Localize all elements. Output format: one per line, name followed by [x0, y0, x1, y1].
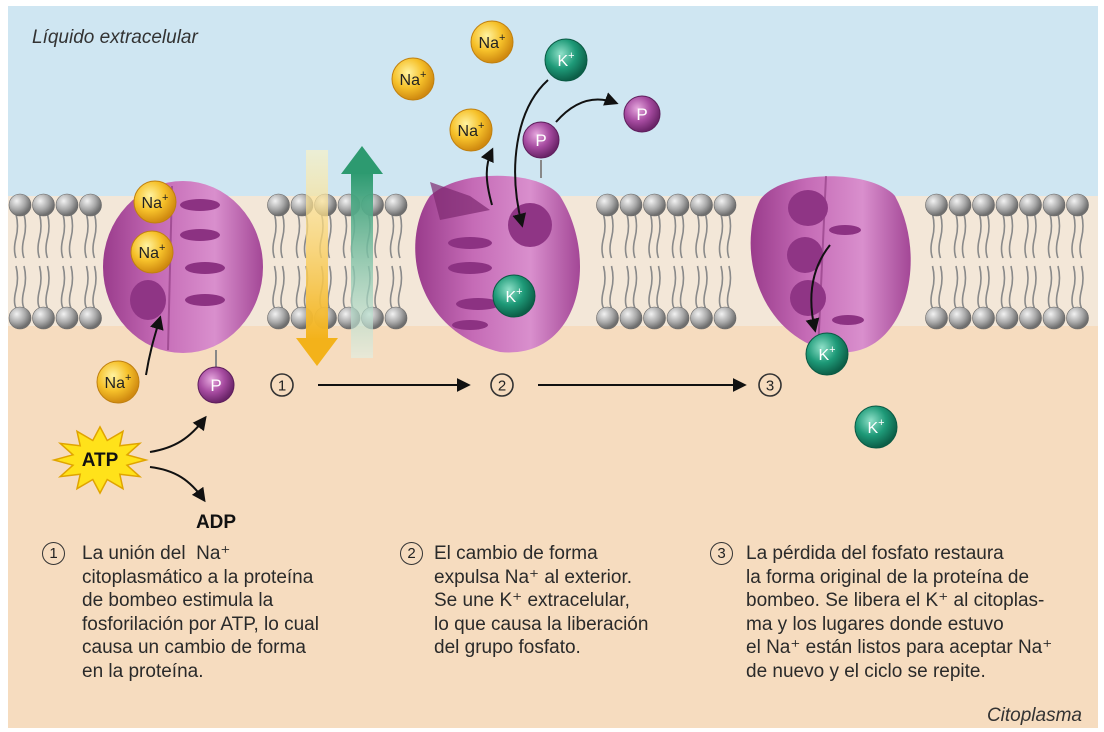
lipid-head	[1020, 307, 1042, 329]
lipid-head	[33, 194, 55, 216]
adp-label: ADP	[196, 512, 236, 533]
step-2-line: Se une K⁺ extracelular,	[434, 589, 648, 613]
potassium-ion: K+	[493, 275, 535, 317]
lipid-head	[949, 307, 971, 329]
step-1-line: citoplasmático a la proteína	[82, 566, 319, 590]
lipid-head	[973, 194, 995, 216]
atp-label: ATP	[82, 450, 119, 471]
lipid-head	[1020, 194, 1042, 216]
sodium-ion: Na+	[392, 58, 434, 100]
diagram-step-1: 1	[278, 378, 286, 395]
lipid-head	[644, 194, 666, 216]
pump-protein-state-1	[103, 181, 263, 353]
step-1-line: La unión del Na⁺	[82, 542, 319, 566]
potassium-ion: K+	[855, 406, 897, 448]
lipid-head	[1043, 194, 1065, 216]
step-1-line: causa un cambio de forma	[82, 636, 319, 660]
svg-text:P: P	[535, 131, 546, 150]
step-description-1: 1 La unión del Na⁺ citoplasmático a la p…	[42, 542, 319, 683]
step-3-line: de nuevo y el ciclo se repite.	[746, 660, 1052, 684]
lipid-head	[268, 194, 290, 216]
lipid-head	[80, 307, 102, 329]
potassium-ion: K+	[806, 333, 848, 375]
lipid-head	[9, 194, 31, 216]
lipid-head	[385, 307, 407, 329]
lipid-head	[714, 194, 736, 216]
lipid-head	[1043, 307, 1065, 329]
step-description-3: 3 La pérdida del fosfato restaura la for…	[710, 542, 1052, 683]
lipid-head	[667, 307, 689, 329]
sodium-ion: Na+	[450, 109, 492, 151]
lipid-head	[56, 194, 78, 216]
sodium-ion: Na+	[134, 181, 176, 223]
step-number-3: 3	[710, 542, 733, 565]
lipid-head	[597, 307, 619, 329]
extracellular-label: Líquido extracelular	[32, 27, 198, 49]
lipid-head	[1067, 194, 1089, 216]
lipid-head	[926, 307, 948, 329]
step-1-line: en la proteína.	[82, 660, 319, 684]
step-number-2: 2	[400, 542, 423, 565]
svg-text:P: P	[636, 105, 647, 124]
lipid-head	[691, 307, 713, 329]
sodium-ion: Na+	[131, 231, 173, 273]
lipid-head	[714, 307, 736, 329]
step-2-line: expulsa Na⁺ al exterior.	[434, 566, 648, 590]
lipid-head	[9, 307, 31, 329]
phosphate-group: P	[624, 96, 660, 132]
lipid-head	[996, 307, 1018, 329]
step-3-line: bombeo. Se libera el K⁺ al citoplas-	[746, 589, 1052, 613]
step-3-line: La pérdida del fosfato restaura	[746, 542, 1052, 566]
step-1-line: fosforilación por ATP, lo cual	[82, 613, 319, 637]
lipid-head	[80, 194, 102, 216]
step-1-line: de bombeo estimula la	[82, 589, 319, 613]
potassium-ion: K+	[545, 39, 587, 81]
lipid-head	[973, 307, 995, 329]
step-3-line: el Na⁺ están listos para aceptar Na⁺	[746, 636, 1052, 660]
lipid-head	[691, 194, 713, 216]
step-2-line: del grupo fosfato.	[434, 636, 648, 660]
step-3-line: la forma original de la proteína de	[746, 566, 1052, 590]
lipid-head	[620, 194, 642, 216]
sodium-ion: Na+	[97, 361, 139, 403]
svg-text:P: P	[210, 376, 221, 395]
lipid-head	[996, 194, 1018, 216]
lipid-head	[56, 307, 78, 329]
step-description-2: 2 El cambio de forma expulsa Na⁺ al exte…	[400, 542, 648, 660]
lipid-head	[33, 307, 55, 329]
lipid-head	[268, 307, 290, 329]
step-number-1: 1	[42, 542, 65, 565]
diagram-step-2: 2	[498, 378, 506, 395]
lipid-head	[620, 307, 642, 329]
lipid-head	[926, 194, 948, 216]
phosphate-group: P	[198, 367, 234, 403]
lipid-head	[644, 307, 666, 329]
step-2-line: lo que causa la liberación	[434, 613, 648, 637]
lipid-head	[597, 194, 619, 216]
step-2-line: El cambio de forma	[434, 542, 648, 566]
sodium-ion: Na+	[471, 21, 513, 63]
phosphate-group: P	[523, 122, 559, 158]
lipid-head	[385, 194, 407, 216]
step-3-line: ma y los lugares donde estuvo	[746, 613, 1052, 637]
lipid-head	[1067, 307, 1089, 329]
lipid-head	[949, 194, 971, 216]
cytoplasm-label: Citoplasma	[987, 705, 1082, 727]
lipid-head	[667, 194, 689, 216]
diagram-step-3: 3	[766, 378, 774, 395]
